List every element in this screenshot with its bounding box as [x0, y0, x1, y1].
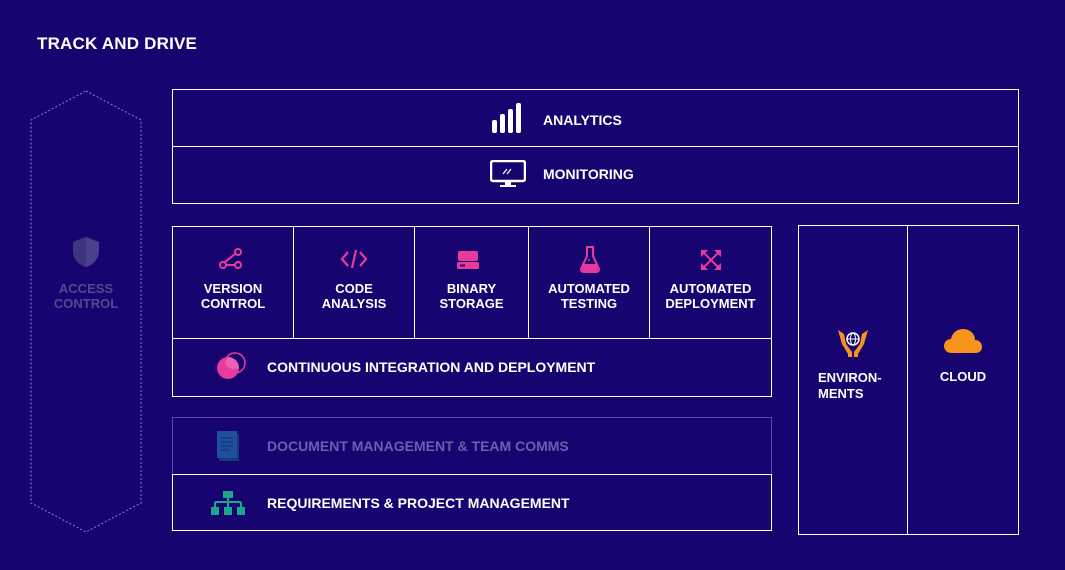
access-control-label: ACCESS CONTROL	[53, 281, 119, 311]
monitor-icon	[490, 160, 526, 187]
docs-label: DOCUMENT MANAGEMENT & TEAM COMMS	[267, 438, 569, 454]
code-icon	[340, 249, 368, 269]
divider	[172, 338, 772, 339]
globe-hands-icon	[838, 330, 868, 357]
shield-icon	[73, 237, 99, 267]
reqs-label: REQUIREMENTS & PROJECT MANAGEMENT	[267, 495, 570, 511]
analytics-label: ANALYTICS	[543, 112, 622, 128]
ci-label: CONTINUOUS INTEGRATION AND DEPLOYMENT	[267, 359, 596, 375]
bar-chart-icon	[492, 103, 521, 133]
expand-icon	[701, 250, 721, 270]
monitoring-label: MONITORING	[543, 166, 634, 182]
divider	[907, 225, 908, 535]
page-title: TRACK AND DRIVE	[37, 34, 198, 53]
divider	[528, 226, 529, 338]
access-control-hexagon	[30, 90, 142, 533]
cloud-icon	[944, 329, 982, 353]
document-icon	[217, 431, 239, 461]
cloud-label: CLOUD	[939, 369, 987, 384]
env-cloud-box	[798, 225, 1019, 535]
divider	[649, 226, 650, 338]
reqs-box	[172, 474, 772, 531]
environments-label: ENVIRON-MENTS	[818, 370, 882, 401]
flask-icon	[580, 246, 600, 273]
branch-icon	[219, 248, 242, 269]
org-chart-icon	[211, 491, 245, 515]
divider	[414, 226, 415, 338]
drive-icon	[457, 251, 479, 269]
divider	[172, 146, 1019, 147]
overlap-circles-icon	[217, 352, 246, 379]
divider	[293, 226, 294, 338]
tools-box	[172, 226, 772, 397]
